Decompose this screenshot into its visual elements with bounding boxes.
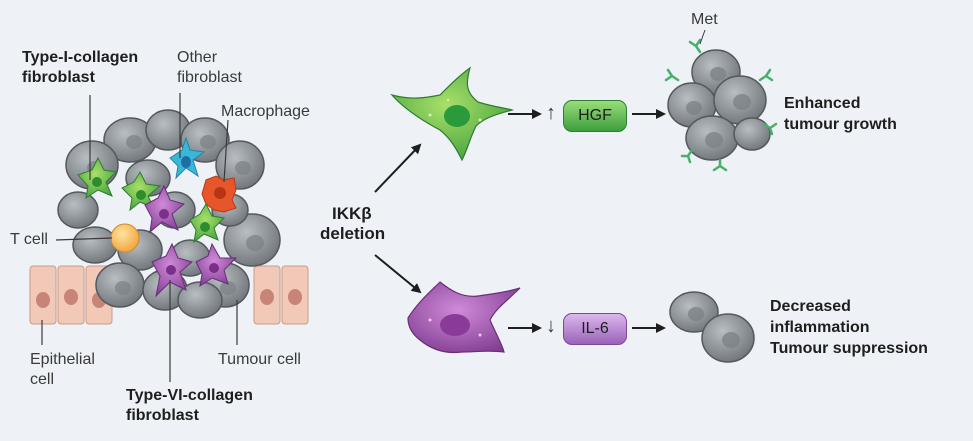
type-vi-collagen-label-line1: Type-VI-collagen xyxy=(126,387,253,404)
green-nuclei xyxy=(92,177,210,232)
decreased-label-line3: Tumour suppression xyxy=(770,340,928,357)
other-fibroblast-label-line2: fibroblast xyxy=(177,69,242,86)
met-leader-line xyxy=(699,29,706,45)
enhanced-growth-label-line1: Enhanced xyxy=(784,95,861,112)
epithelial-label-line2: cell xyxy=(30,371,55,388)
type-i-collagen-label-line1: Type-I-collagen xyxy=(22,49,139,66)
hgf-label: HGF xyxy=(578,107,612,124)
il6-label: IL-6 xyxy=(581,320,609,337)
arrow-to-purple-fibroblast xyxy=(374,254,422,294)
macrophage-cell xyxy=(201,175,237,213)
other-fibroblast-label-line1: Other xyxy=(177,49,218,66)
down-arrow-symbol: ↓ xyxy=(546,315,556,337)
t-cell-label: T cell xyxy=(10,231,48,248)
t-cell xyxy=(110,223,140,253)
ikk-deletion-label-line1: IKKβ xyxy=(332,204,372,223)
up-arrow-symbol: ↑ xyxy=(546,102,556,124)
purple-nuclei xyxy=(159,209,219,275)
branch-arrows xyxy=(374,109,666,333)
met-receptors xyxy=(664,38,778,172)
decreased-label-line1: Decreased xyxy=(770,298,851,315)
other-fibroblast-cell xyxy=(169,136,206,180)
macrophage-label: Macrophage xyxy=(221,103,310,120)
epithelial-layer xyxy=(29,265,309,325)
type-i-collagen-label-line2: fibroblast xyxy=(22,69,95,86)
label-leader-lines xyxy=(41,93,238,382)
epithelial-label-line1: Epithelial xyxy=(30,351,95,368)
lower-tumour-cluster xyxy=(669,291,755,363)
ikk-deletion-label-line2: deletion xyxy=(320,224,386,243)
green-fibroblast xyxy=(390,66,515,162)
hgf-pill: HGF xyxy=(563,100,627,132)
type-vi-collagen-label-line2: fibroblast xyxy=(126,407,199,424)
arrow-to-green-fibroblast xyxy=(374,143,422,193)
lower-tumour-nuclei xyxy=(688,307,740,348)
enhanced-growth-label-line2: tumour growth xyxy=(784,116,897,133)
tumour-cluster xyxy=(29,109,309,325)
il6-pill: IL-6 xyxy=(563,313,627,345)
upper-tumour-nuclei xyxy=(686,67,751,148)
decreased-label-line2: inflammation xyxy=(770,319,870,336)
met-label: Met xyxy=(691,11,718,28)
purple-fibroblast xyxy=(407,281,521,354)
tumour-cell-label: Tumour cell xyxy=(218,351,301,368)
